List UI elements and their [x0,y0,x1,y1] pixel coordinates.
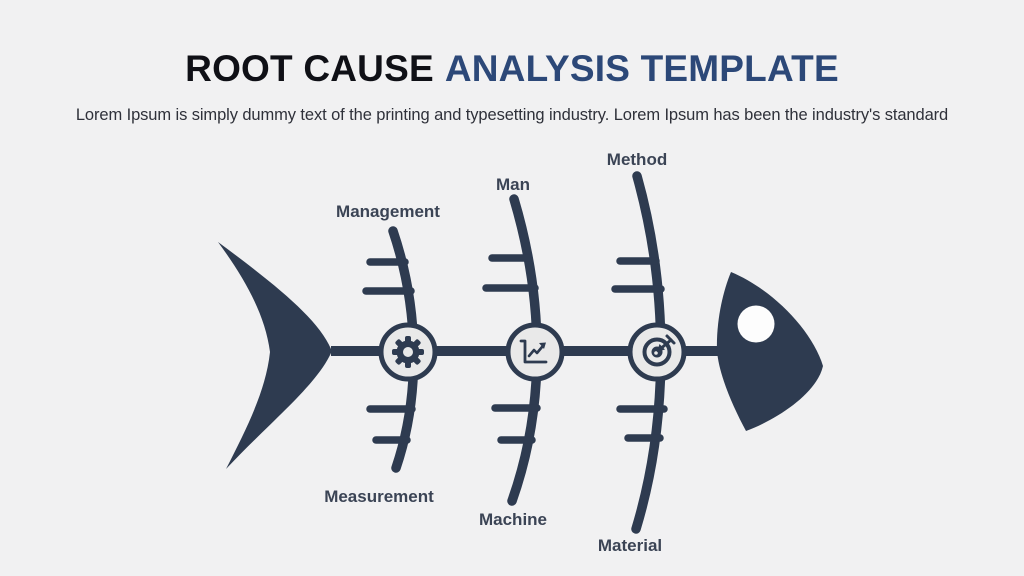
label-method: Method [606,150,668,169]
label-man: Man [496,175,530,194]
subtitle-text: Lorem Ipsum is simply dummy text of the … [75,106,949,124]
target-icon [642,334,676,367]
fish-tail [218,242,331,469]
fish-eye [737,305,775,343]
rib-ticks [362,254,668,444]
label-management: Management [336,202,440,221]
gear-icon [392,336,424,368]
title-secondary: ANALYSIS TEMPLATE [444,48,839,89]
fish-head [716,272,823,431]
label-material: Material [597,536,663,555]
label-measurement: Measurement [324,487,434,506]
line-chart-icon [519,339,548,364]
label-machine: Machine [478,510,548,529]
title-primary: ROOT CAUSE [185,48,434,89]
